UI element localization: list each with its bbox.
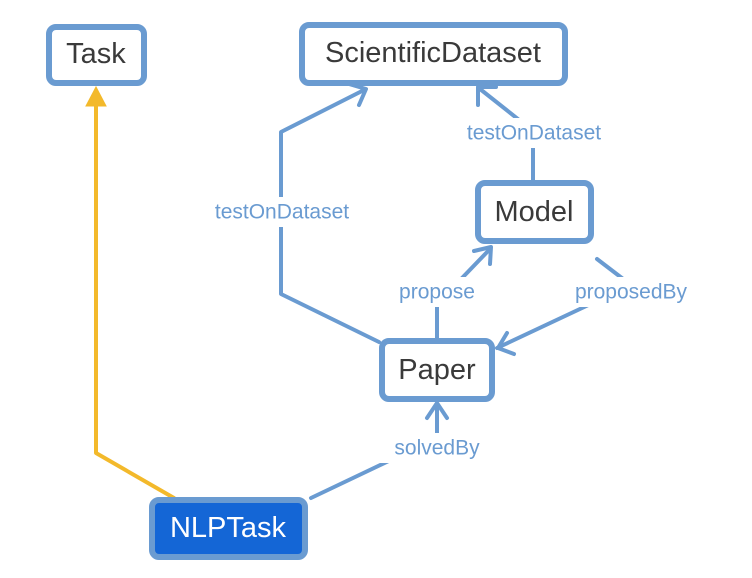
edge-nlptask-subclass-task [85,85,176,500]
edge-label-model-testondataset: testOnDataset [448,118,620,148]
node-label: Task [66,38,126,70]
edge-label-paper-testondataset: testOnDataset [196,197,368,227]
node-label: NLPTask [170,512,287,544]
node-nlptask[interactable]: NLPTask [149,497,308,560]
arrowhead-icon [425,401,449,420]
node-label: Paper [398,354,476,386]
node-task[interactable]: Task [46,24,147,86]
node-model[interactable]: Model [475,180,594,244]
node-label: Model [495,196,574,228]
node-scientific-dataset[interactable]: ScientificDataset [299,22,568,86]
edge-label-nlptask-solvedby: solvedBy [380,433,494,463]
arrowhead-icon [476,85,498,107]
node-paper[interactable]: Paper [379,338,495,402]
edge-label-text: proposedBy [575,281,688,304]
arrowhead-icon [496,331,516,356]
node-label: ScientificDataset [325,37,541,69]
subclass-arrowhead-icon [85,85,107,107]
edge-label-model-proposedby: proposedBy [558,277,704,307]
edge-label-text: propose [399,281,475,304]
edge-label-paper-propose: propose [386,277,488,307]
edge-label-text: testOnDataset [467,122,601,145]
edge-label-text: testOnDataset [215,201,349,224]
edge-label-text: solvedBy [394,437,480,460]
arrowhead-icon [472,245,493,266]
